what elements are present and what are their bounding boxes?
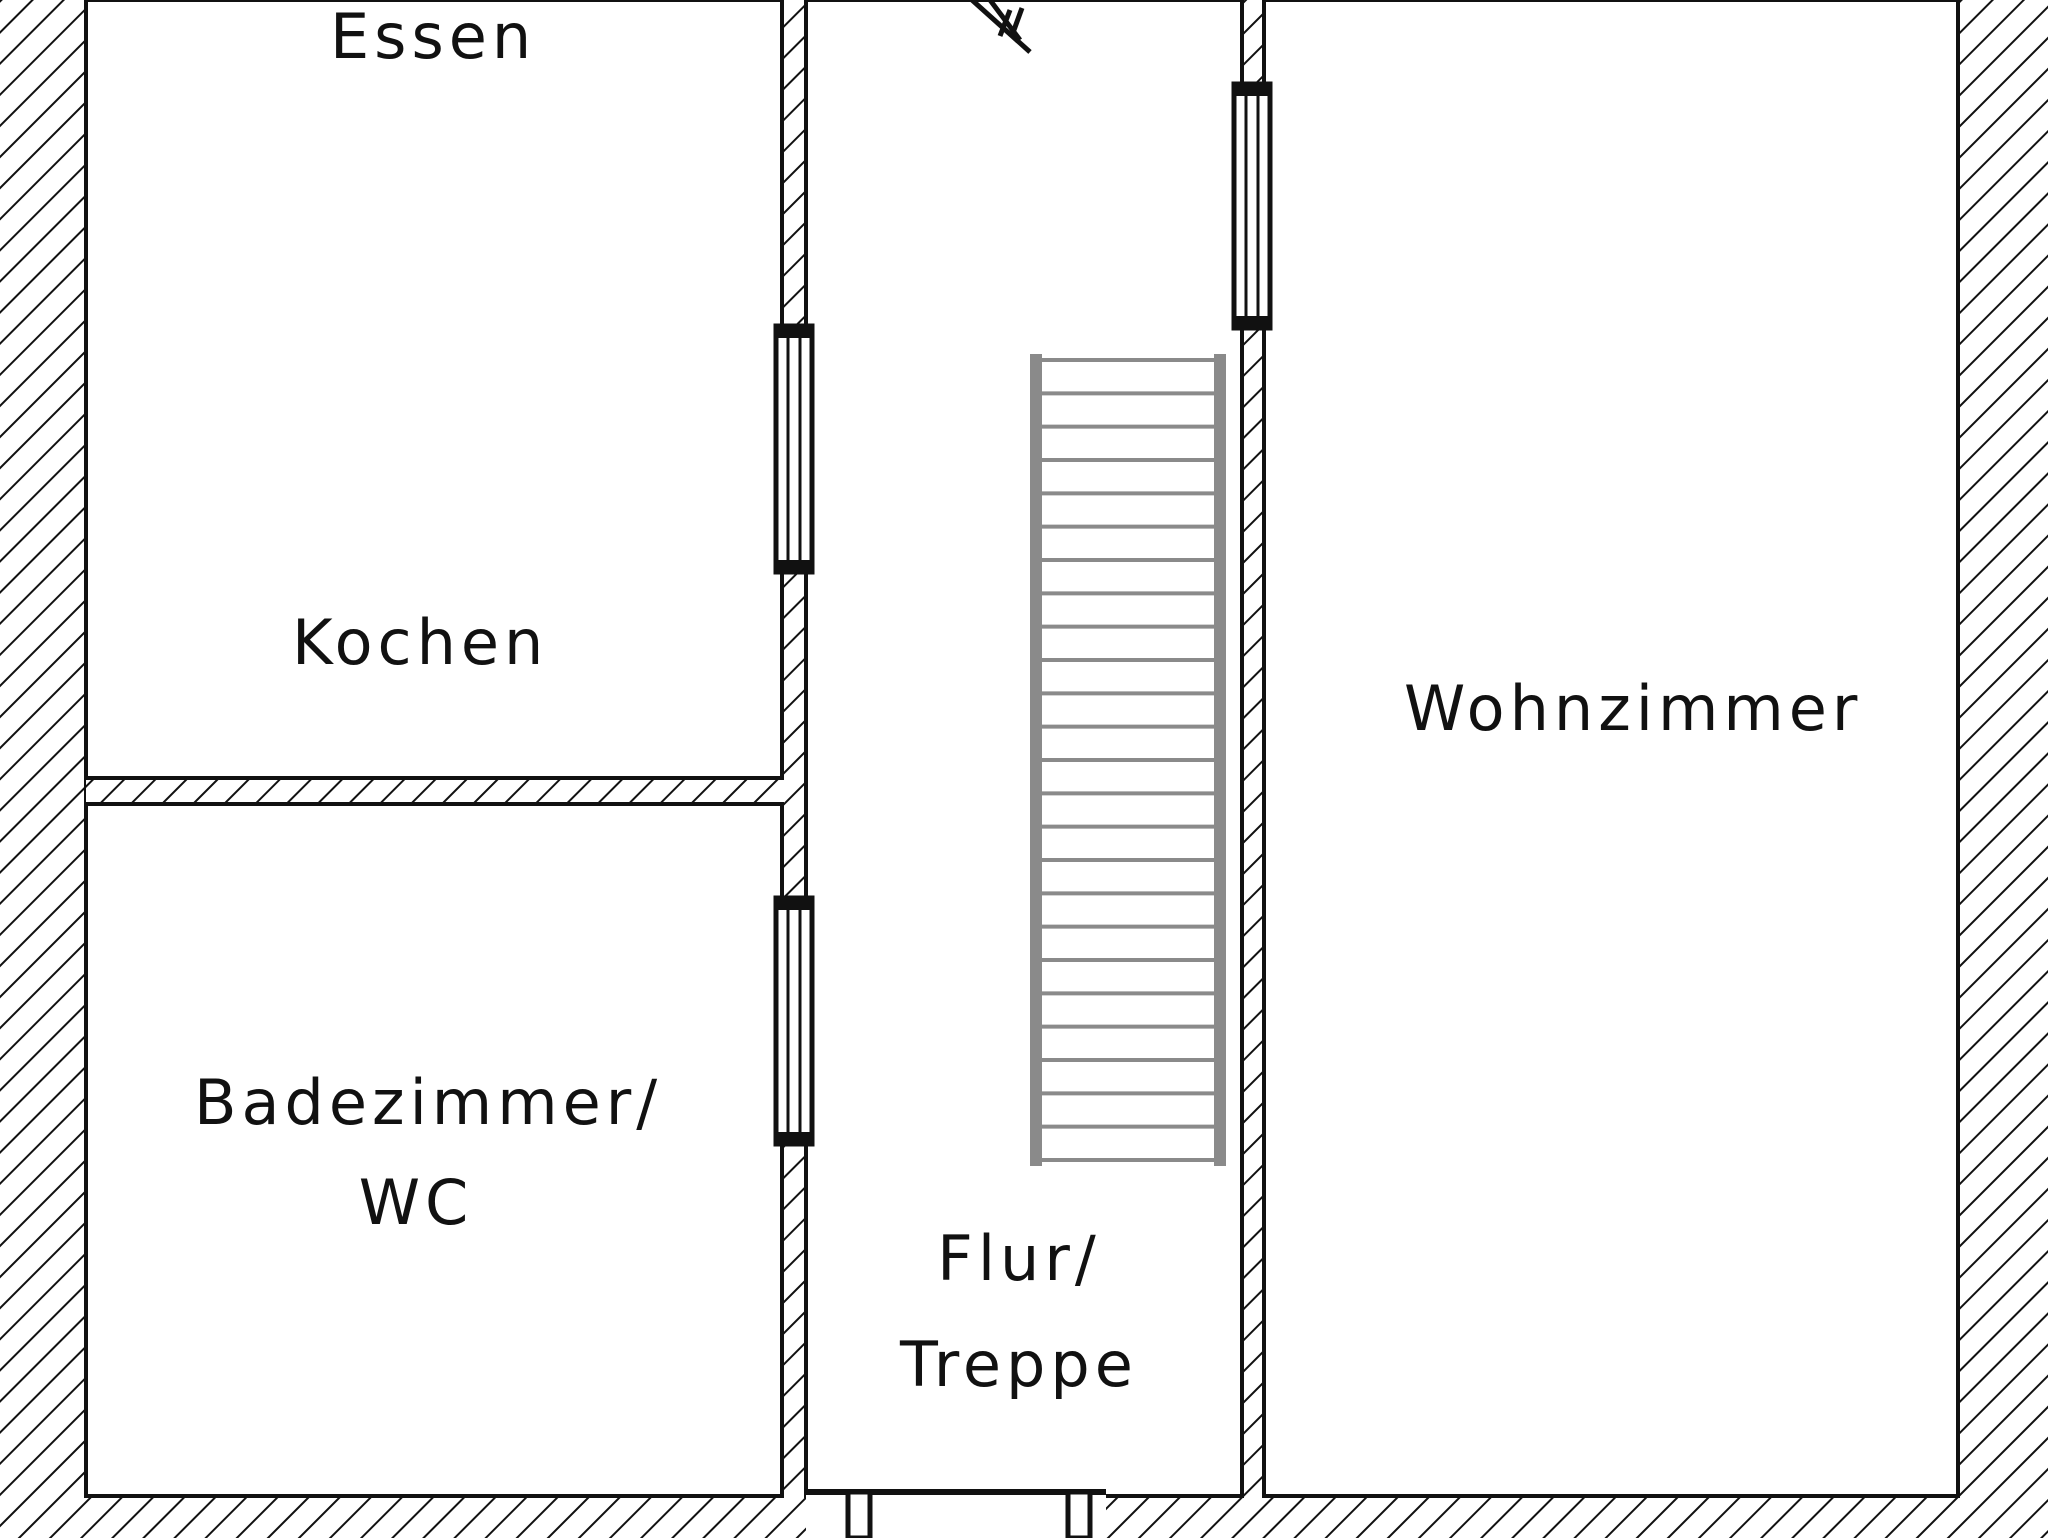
wohnzimmer-room [1262, 0, 1960, 1498]
fixture-symbol-icon [970, 0, 1032, 54]
room-label-essen: Essen [330, 0, 537, 73]
room-label-badezimmer: Badezimmer/ WC [194, 1072, 662, 1234]
room-label-wohnzimmer: Wohnzimmer [1404, 672, 1863, 745]
left-exterior-wall [0, 0, 86, 1538]
kitchen-bath-wall [86, 778, 782, 804]
bad-room [84, 802, 784, 1498]
kitchen-door [773, 323, 815, 575]
room-label-badezimmer-line2: WC [358, 1166, 474, 1239]
staircase [1030, 354, 1226, 1166]
room-label-flur-line1: Flur/ [937, 1222, 1101, 1295]
right-partition-wall [1242, 0, 1264, 1496]
entrance-door [806, 1489, 1106, 1538]
room-label-flur-line2: Treppe [900, 1328, 1138, 1401]
right-exterior-wall [1958, 0, 2048, 1538]
living-room-door [1231, 81, 1273, 331]
room-label-badezimmer-line1: Badezimmer/ [194, 1066, 663, 1139]
left-partition-wall [782, 0, 806, 1496]
flur-room [804, 0, 1244, 1498]
bath-door [773, 895, 815, 1147]
room-label-flur: Flur/ Treppe [900, 1228, 1138, 1396]
room-label-kochen: Kochen [292, 606, 549, 679]
essen-kochen-room [84, 0, 784, 780]
